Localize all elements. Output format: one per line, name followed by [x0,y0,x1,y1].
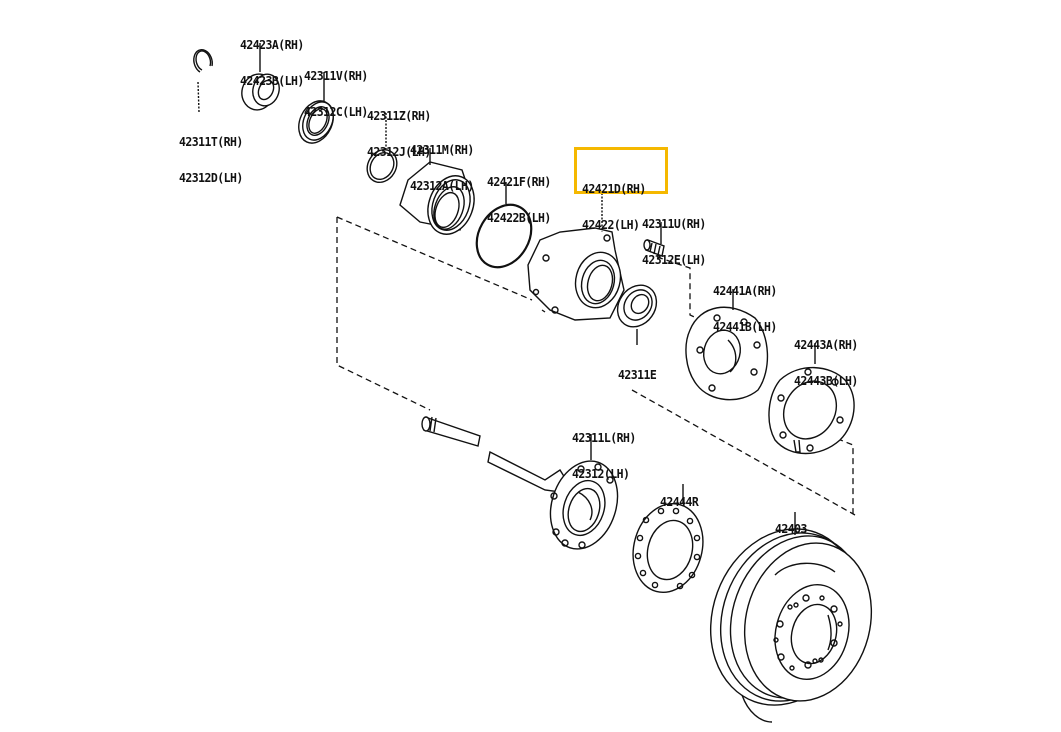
part-label-oil-seal-inner[interactable]: 42311E [618,345,657,393]
part-number-lh: 42312A(LH) [410,178,474,193]
part-number-rh: 42311Z(RH) [367,108,431,123]
oil-seal-outer-part[interactable] [292,72,340,149]
part-label-o-ring-large[interactable]: 42421F(RH) 42422B(LH) [487,152,551,236]
o-ring-small-part[interactable] [361,113,402,188]
part-number-rh: 42311U(RH) [642,216,706,231]
part-number-rh: 42311M(RH) [410,142,474,157]
part-label-bearing-collar[interactable]: 42423A(RH) 42423B(LH) [240,15,304,99]
part-label-bearing-retainer[interactable]: 42421D(RH) 42422(LH) [582,159,646,243]
bearing-retainer-part[interactable] [527,193,626,321]
axle-shaft-part[interactable] [421,416,628,558]
hub-bearing-part[interactable] [399,148,482,241]
brake-drum-part[interactable] [687,508,889,726]
part-number-rh: 42311V(RH) [304,68,368,83]
part-number-lh: 42443B(LH) [794,373,858,388]
oil-seal-inner-part[interactable] [610,278,665,345]
part-label-snap-ring[interactable]: 42311T(RH) 42312D(LH) [179,112,243,196]
part-number: 42444R [660,494,699,509]
part-label-axle-shaft[interactable]: 42311L(RH) 42312(LH) [572,408,636,492]
part-number-lh: 42312D(LH) [179,170,243,185]
part-number-rh: 42421D(RH) [582,181,646,196]
part-label-hub-bearing[interactable]: 42311M(RH) 42312A(LH) [410,120,474,204]
part-label-o-ring-small[interactable]: 42311Z(RH) 42312J(LH) [367,86,431,170]
hub-bolt-part[interactable] [643,222,665,257]
part-label-oil-seal-outer[interactable]: 42311V(RH) 42312C(LH) [304,46,368,130]
part-number-lh: 42422B(LH) [487,210,551,225]
dust-cover-part[interactable] [768,343,855,455]
part-number: 42311E [618,367,657,382]
snap-ring-part[interactable] [193,49,213,113]
bearing-collar-part[interactable] [238,43,283,114]
part-number-lh: 42312(LH) [572,466,630,481]
part-label-dust-cover[interactable]: 42443A(RH) 42443B(LH) [794,315,858,399]
part-label-shaft-gasket[interactable]: 42444R [660,472,699,520]
backing-plate-gasket-part[interactable] [685,289,769,401]
part-label-backing-plate-gasket[interactable]: 42441A(RH) 42441B(LH) [713,261,777,345]
part-number: 42403 [775,521,807,536]
part-number-lh: 42312E(LH) [642,252,706,267]
highlight-box [574,147,668,194]
part-label-hub-bolt[interactable]: 42311U(RH) 42312E(LH) [642,194,706,278]
part-number-lh: 42422(LH) [582,217,640,232]
part-number-rh: 42441A(RH) [713,283,777,298]
part-number-lh: 42441B(LH) [713,319,777,334]
part-number-lh: 42423B(LH) [240,73,304,88]
part-number-rh: 42423A(RH) [240,37,304,52]
part-number-rh: 42311L(RH) [572,430,636,445]
part-number-rh: 42421F(RH) [487,174,551,189]
part-number-rh: 42443A(RH) [794,337,858,352]
part-number-rh: 42311T(RH) [179,134,243,149]
shaft-gasket-part[interactable] [624,484,713,600]
o-ring-large-part[interactable] [466,182,542,277]
part-number-lh: 42312C(LH) [304,104,368,119]
part-number-lh: 42312J(LH) [367,144,431,159]
part-label-brake-drum[interactable]: 42403 [775,499,807,547]
